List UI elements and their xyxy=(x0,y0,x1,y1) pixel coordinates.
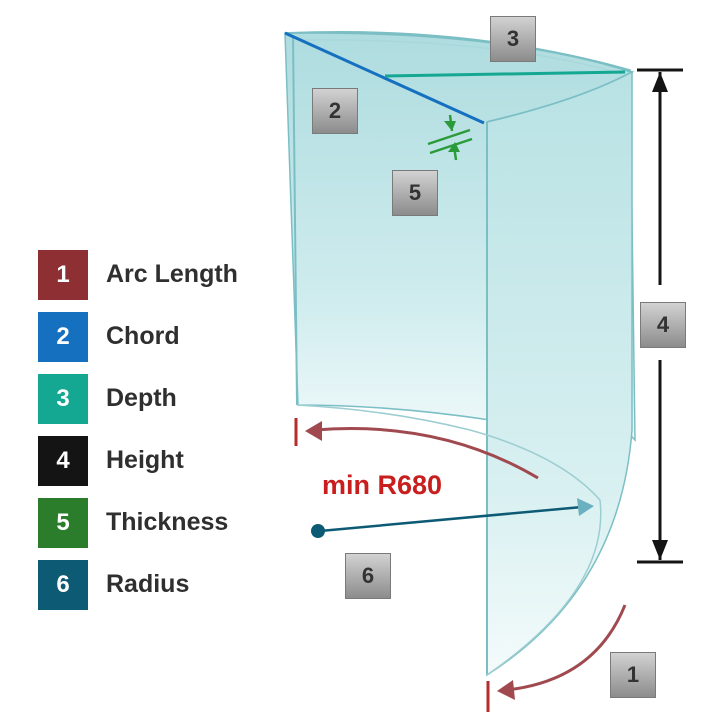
legend-label: Thickness xyxy=(106,508,229,536)
depth-line xyxy=(384,70,626,78)
legend-swatch: 5 xyxy=(38,498,88,548)
legend-swatch: 3 xyxy=(38,374,88,424)
legend-label: Radius xyxy=(106,570,190,598)
marker-arc-length: 1 xyxy=(610,652,656,698)
marker-chord: 2 xyxy=(312,88,358,134)
legend-label: Arc Length xyxy=(106,260,238,288)
arc-arrow-bottom xyxy=(486,604,627,712)
legend-label: Height xyxy=(106,446,184,474)
radius-line xyxy=(311,498,594,538)
legend-swatch: 6 xyxy=(38,560,88,610)
glass-front-panel xyxy=(486,70,633,677)
thickness-symbol xyxy=(427,114,473,161)
min-radius-annotation: min R680 xyxy=(322,470,443,500)
marker-height: 4 xyxy=(640,302,686,348)
legend-swatch: 1 xyxy=(38,250,88,300)
marker-radius: 6 xyxy=(345,553,391,599)
arc-arrow-top xyxy=(294,418,539,480)
legend-swatch: 4 xyxy=(38,436,88,486)
glass-bottom-edge xyxy=(296,404,602,676)
chord-line xyxy=(284,31,485,125)
legend-label: Chord xyxy=(106,322,180,350)
marker-thickness: 5 xyxy=(392,170,438,216)
glass-top-rim-inner xyxy=(299,39,623,75)
legend-label: Depth xyxy=(106,384,177,412)
legend-swatch: 2 xyxy=(38,312,88,362)
marker-depth: 3 xyxy=(490,16,536,62)
height-dimension xyxy=(637,68,683,564)
glass-back-edge xyxy=(292,34,298,406)
